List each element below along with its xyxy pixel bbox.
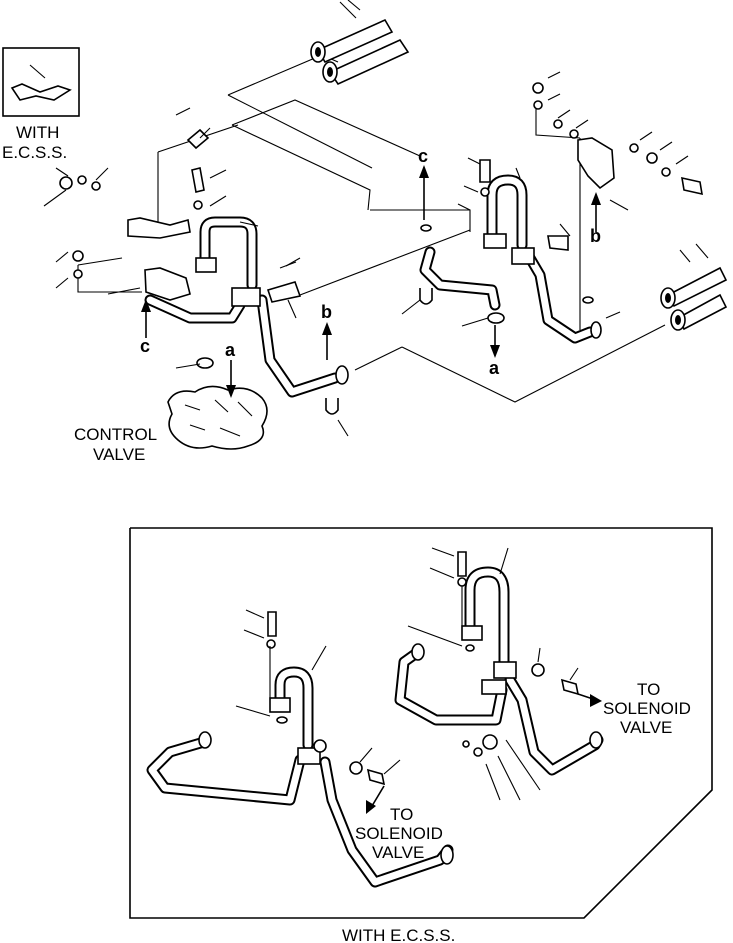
arrow-label-c-left: c — [140, 336, 150, 356]
hose-fittings-top — [310, 0, 410, 86]
to-solenoid-left-label-2: SOLENOID — [355, 824, 443, 843]
arrow-label-b-right: b — [590, 226, 601, 246]
control-valve-body — [167, 385, 268, 450]
inset-bracket-detail — [2, 47, 80, 117]
direction-arrows — [141, 165, 601, 398]
to-solenoid-right-label-3: VALVE — [620, 718, 672, 737]
leader-lines-upper — [43, 71, 689, 369]
arrow-label-a-left: a — [225, 340, 236, 360]
to-solenoid-left-label-3: VALVE — [372, 843, 424, 862]
with-ecss-inset-label: WITH — [16, 123, 59, 142]
with-ecss-inset-label-2: E.C.S.S. — [2, 143, 67, 162]
ecss-left-pipe-assembly — [146, 609, 454, 888]
to-solenoid-right-label-2: SOLENOID — [603, 699, 691, 718]
hose-fittings-right — [660, 243, 728, 331]
arrow-to-solenoid-right — [577, 693, 602, 707]
arrow-to-solenoid-left — [366, 785, 385, 814]
with-ecss-bottom-label: WITH E.C.S.S. — [342, 926, 455, 943]
right-mounting-bracket — [532, 82, 703, 304]
to-solenoid-right-label: TO — [637, 680, 660, 699]
arrow-label-a-right: a — [489, 358, 500, 378]
u-clamp-center — [325, 398, 349, 437]
arrow-label-b-center: b — [321, 302, 332, 322]
control-valve-label: CONTROL — [74, 425, 157, 444]
left-pipe-assembly — [144, 216, 349, 398]
right-pipe-assembly — [419, 159, 602, 344]
control-valve-label-2: VALVE — [93, 445, 145, 464]
to-solenoid-left-label: TO — [390, 805, 413, 824]
ecss-right-pipe-assembly — [394, 547, 604, 801]
ecss-detail-frame — [129, 527, 713, 919]
arrow-label-c-right: c — [418, 146, 428, 166]
left-mounting-bracket — [59, 128, 210, 301]
